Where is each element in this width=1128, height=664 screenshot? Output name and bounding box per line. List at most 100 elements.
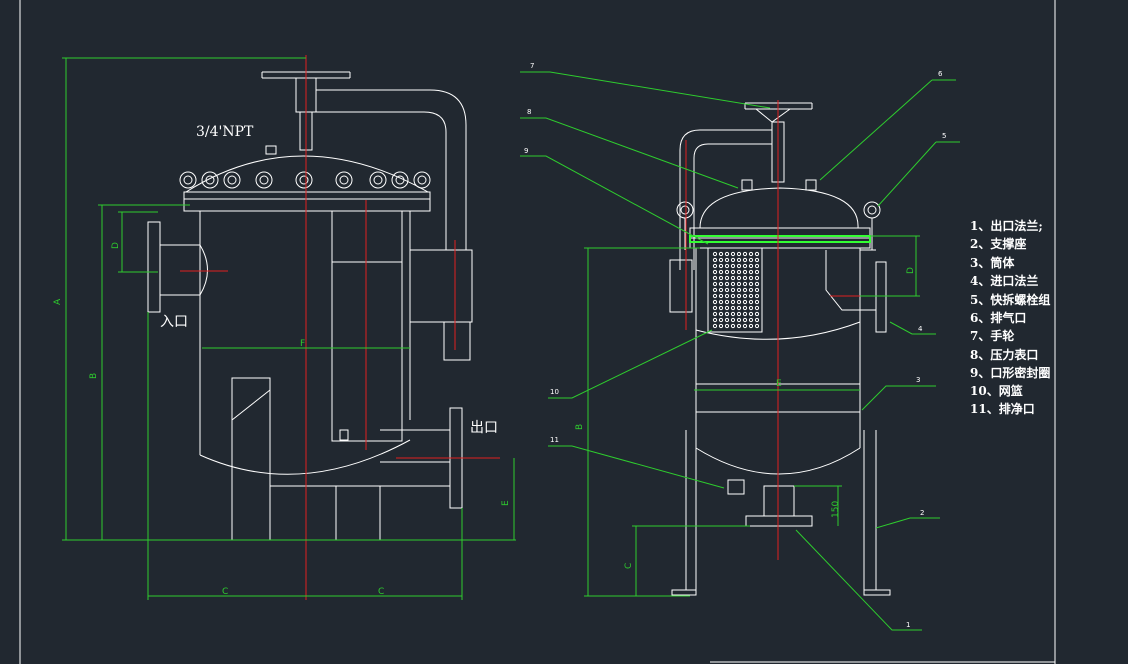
mesh-basket	[707, 247, 763, 333]
mesh-hole	[730, 281, 736, 287]
legend-item-8: 8、压力表口	[970, 347, 1038, 362]
mesh-hole	[718, 263, 724, 269]
mesh-hole	[754, 263, 760, 269]
mesh-hole	[736, 251, 742, 257]
dim-b-right-label: B	[575, 424, 585, 430]
mesh-hole	[736, 263, 742, 269]
mesh-hole	[724, 299, 730, 305]
mesh-hole	[754, 293, 760, 299]
callout-5: 5	[942, 132, 946, 140]
dim-b-label: B	[89, 373, 99, 379]
mesh-hole	[712, 275, 718, 281]
mesh-hole	[724, 281, 730, 287]
mesh-hole	[724, 269, 730, 275]
legend-item-7: 7、手轮	[970, 328, 1015, 343]
eyebolt-row	[179, 171, 431, 189]
mesh-hole	[724, 317, 730, 323]
mesh-hole	[730, 287, 736, 293]
mesh-hole	[748, 251, 754, 257]
dim-150-label: 150	[831, 501, 841, 518]
left-centerlines	[180, 55, 500, 600]
mesh-hole	[742, 269, 748, 275]
mesh-hole	[712, 257, 718, 263]
outlet-label: 出口	[470, 420, 498, 436]
legend-item-4: 4、进口法兰	[970, 273, 1038, 288]
inlet-label: 入口	[160, 314, 188, 330]
callout-leaders	[520, 71, 960, 631]
mesh-hole	[742, 275, 748, 281]
mesh-hole	[748, 317, 754, 323]
mesh-hole	[712, 305, 718, 311]
mesh-hole	[754, 281, 760, 287]
mesh-hole	[754, 305, 760, 311]
left-dimensions	[62, 57, 516, 600]
mesh-hole	[742, 287, 748, 293]
mesh-hole	[742, 317, 748, 323]
dim-c-right-label: C	[378, 587, 384, 597]
mesh-hole	[718, 251, 724, 257]
legend-item-1: 1、出口法兰;	[970, 218, 1043, 233]
mesh-hole	[724, 323, 730, 329]
legend-item-10: 10、网篮	[970, 383, 1023, 398]
callout-3: 3	[916, 376, 920, 384]
right-dimension-labels: B C E D 150	[575, 267, 916, 569]
mesh-hole	[718, 275, 724, 281]
mesh-hole	[736, 269, 742, 275]
mesh-hole	[736, 305, 742, 311]
mesh-hole	[754, 275, 760, 281]
callout-11: 11	[550, 436, 559, 444]
mesh-hole	[742, 281, 748, 287]
mesh-hole	[742, 251, 748, 257]
legend-item-3: 3、筒体	[970, 255, 1015, 270]
mesh-hole	[730, 293, 736, 299]
mesh-hole	[736, 317, 742, 323]
mesh-hole	[742, 311, 748, 317]
mesh-hole	[748, 305, 754, 311]
legend-item-6: 6、排气口	[970, 310, 1026, 325]
mesh-hole	[736, 257, 742, 263]
mesh-hole	[742, 323, 748, 329]
mesh-hole	[748, 311, 754, 317]
mesh-hole	[736, 281, 742, 287]
mesh-hole	[730, 299, 736, 305]
mesh-hole	[742, 299, 748, 305]
mesh-hole	[754, 317, 760, 323]
mesh-hole	[736, 311, 742, 317]
mesh-hole	[748, 281, 754, 287]
mesh-hole	[712, 281, 718, 287]
mesh-hole	[754, 269, 760, 275]
mesh-hole	[712, 251, 718, 257]
dim-f-label: F	[300, 339, 305, 349]
mesh-hole	[754, 323, 760, 329]
mesh-hole	[718, 299, 724, 305]
mesh-hole	[730, 311, 736, 317]
legend-item-2: 2、支撑座	[970, 236, 1026, 251]
mesh-hole	[736, 275, 742, 281]
mesh-hole	[730, 251, 736, 257]
callout-4: 4	[918, 325, 923, 333]
mesh-hole	[748, 293, 754, 299]
mesh-hole	[748, 323, 754, 329]
mesh-hole	[718, 269, 724, 275]
mesh-hole	[730, 317, 736, 323]
mesh-hole	[718, 323, 724, 329]
mesh-hole	[712, 269, 718, 275]
callout-8: 8	[527, 108, 531, 116]
mesh-hole	[754, 251, 760, 257]
callout-numbers: 7 8 9 6 5 4 3 2 1 10 11	[524, 62, 946, 629]
right-elevation-view	[669, 102, 891, 596]
dim-c-left-label: C	[222, 587, 228, 597]
mesh-hole	[712, 287, 718, 293]
callout-2: 2	[920, 509, 924, 517]
mesh-hole	[718, 305, 724, 311]
mesh-hole	[730, 257, 736, 263]
mesh-hole	[736, 287, 742, 293]
mesh-hole	[742, 263, 748, 269]
mesh-hole	[724, 263, 730, 269]
left-elevation-view	[147, 71, 473, 541]
mesh-hole	[742, 293, 748, 299]
dim-c-side-label: C	[624, 563, 634, 569]
legend-item-11: 11、排净口	[970, 401, 1035, 416]
mesh-hole	[730, 323, 736, 329]
